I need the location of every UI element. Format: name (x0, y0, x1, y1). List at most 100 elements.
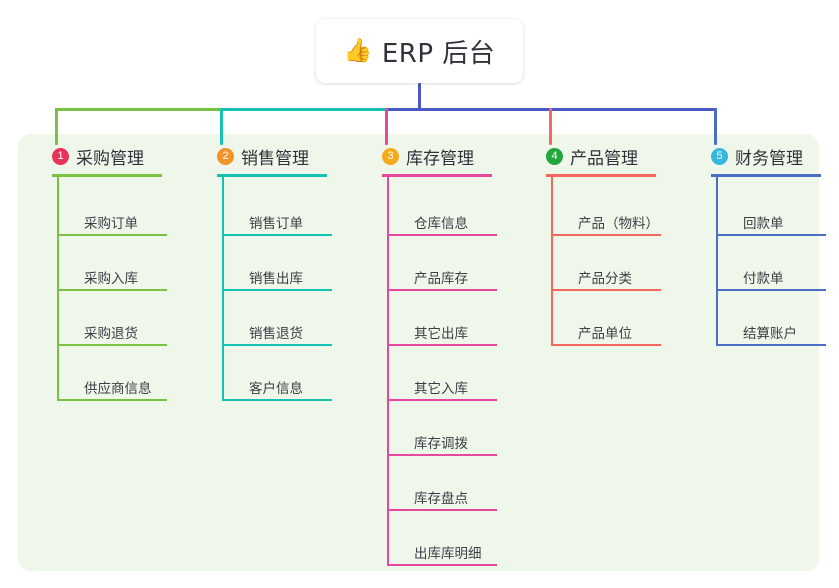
column-header-2[interactable]: 2 销售管理 (198, 143, 309, 169)
column-header-3[interactable]: 3 库存管理 (363, 143, 474, 169)
column-title-1: 采购管理 (76, 148, 144, 169)
module-item-label: 出库库明细 (414, 546, 482, 562)
column-spine-5 (716, 177, 718, 346)
module-item[interactable]: 回款单 (716, 202, 826, 236)
column-header-5[interactable]: 5 财务管理 (692, 143, 803, 169)
root-node-card[interactable]: 👍 ERP 后台 (316, 19, 523, 83)
module-item-rule (222, 344, 332, 346)
module-item-rule (57, 344, 167, 346)
module-item-label: 回款单 (743, 216, 784, 232)
module-item[interactable]: 产品分类 (551, 257, 661, 291)
module-item[interactable]: 采购订单 (57, 202, 167, 236)
module-item-label: 付款单 (743, 271, 784, 287)
drop-line-3 (385, 108, 388, 145)
module-item[interactable]: 采购退货 (57, 312, 167, 346)
column-spine-3 (387, 177, 389, 566)
thumbs-up-icon: 👍 (343, 37, 373, 64)
module-item-rule (551, 344, 661, 346)
module-item-label: 客户信息 (249, 381, 303, 397)
module-item[interactable]: 结算账户 (716, 312, 826, 346)
module-item[interactable]: 销售退货 (222, 312, 332, 346)
module-item-rule (387, 564, 497, 566)
module-item[interactable]: 库存调拨 (387, 422, 497, 456)
column-title-3: 库存管理 (406, 148, 474, 169)
module-item[interactable]: 库存盘点 (387, 477, 497, 511)
module-item[interactable]: 客户信息 (222, 367, 332, 401)
module-item-label: 销售退货 (249, 326, 303, 342)
trunk-line (418, 83, 421, 111)
module-item-label: 其它出库 (414, 326, 468, 342)
module-item-rule (387, 399, 497, 401)
module-item-label: 采购退货 (84, 326, 138, 342)
module-item-rule (222, 399, 332, 401)
drop-line-5 (714, 108, 717, 145)
column-badge-3: 3 (382, 147, 399, 165)
module-item-rule (716, 289, 826, 291)
module-item-label: 其它入库 (414, 381, 468, 397)
module-item-label: 供应商信息 (84, 381, 152, 397)
column-rule-5 (711, 174, 821, 177)
drop-line-4 (549, 108, 552, 145)
module-item-rule (387, 344, 497, 346)
module-item-label: 采购入库 (84, 271, 138, 287)
modules-panel (18, 134, 819, 571)
drop-line-2 (220, 108, 223, 145)
module-item-rule (387, 509, 497, 511)
root-node-label: ERP 后台 (381, 38, 496, 69)
module-item[interactable]: 供应商信息 (57, 367, 167, 401)
module-item-rule (387, 289, 497, 291)
module-item[interactable]: 采购入库 (57, 257, 167, 291)
column-badge-5: 5 (711, 147, 728, 165)
module-column-5: 5 财务管理回款单付款单结算账户 (692, 143, 826, 346)
module-item[interactable]: 出库库明细 (387, 532, 497, 566)
module-item-label: 产品分类 (578, 271, 632, 287)
column-rule-2 (217, 174, 327, 177)
module-item-label: 库存盘点 (414, 491, 468, 507)
module-item-label: 产品库存 (414, 271, 468, 287)
column-rule-4 (546, 174, 656, 177)
column-header-1[interactable]: 1 采购管理 (33, 143, 144, 169)
bus-segment-2 (220, 108, 388, 111)
module-item-label: 产品单位 (578, 326, 632, 342)
module-item[interactable]: 其它出库 (387, 312, 497, 346)
module-column-3: 3 库存管理仓库信息产品库存其它出库其它入库库存调拨库存盘点出库库明细 (363, 143, 497, 566)
column-spine-4 (551, 177, 553, 346)
root-node-title: 👍 ERP 后台 (344, 33, 496, 70)
module-item-rule (387, 234, 497, 236)
module-item[interactable]: 产品单位 (551, 312, 661, 346)
module-item-label: 销售出库 (249, 271, 303, 287)
module-item[interactable]: 产品库存 (387, 257, 497, 291)
module-item[interactable]: 销售出库 (222, 257, 332, 291)
module-item-rule (57, 234, 167, 236)
column-badge-1: 1 (52, 147, 69, 165)
module-item[interactable]: 销售订单 (222, 202, 332, 236)
module-column-1: 1 采购管理采购订单采购入库采购退货供应商信息 (33, 143, 167, 401)
module-item-rule (551, 289, 661, 291)
module-item[interactable]: 付款单 (716, 257, 826, 291)
module-item-rule (716, 344, 826, 346)
column-title-5: 财务管理 (735, 148, 803, 169)
module-item-rule (387, 454, 497, 456)
column-badge-4: 4 (546, 147, 563, 165)
column-title-2: 销售管理 (241, 148, 309, 169)
module-item-label: 采购订单 (84, 216, 138, 232)
drop-line-1 (55, 108, 58, 145)
module-item[interactable]: 仓库信息 (387, 202, 497, 236)
module-item-label: 产品（物料） (578, 216, 659, 232)
bus-segment-1 (55, 108, 223, 111)
module-item[interactable]: 产品（物料） (551, 202, 661, 236)
column-rule-3 (382, 174, 492, 177)
module-item-rule (222, 289, 332, 291)
column-badge-2: 2 (217, 147, 234, 165)
module-item-label: 结算账户 (743, 326, 797, 342)
module-item-label: 库存调拨 (414, 436, 468, 452)
column-rule-1 (52, 174, 162, 177)
module-item-rule (57, 289, 167, 291)
module-column-2: 2 销售管理销售订单销售出库销售退货客户信息 (198, 143, 332, 401)
module-item[interactable]: 其它入库 (387, 367, 497, 401)
module-item-rule (222, 234, 332, 236)
module-item-label: 销售订单 (249, 216, 303, 232)
